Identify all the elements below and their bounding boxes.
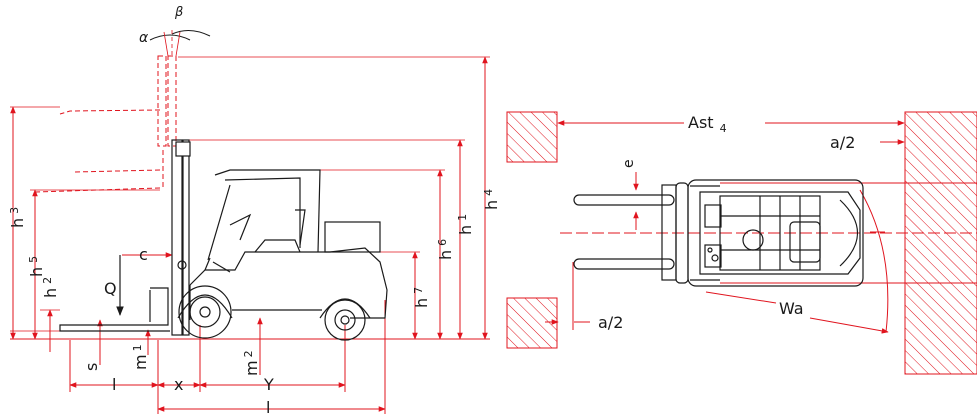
tilt-arc-alpha — [149, 34, 191, 41]
label-a2-bottom: a/2 — [598, 313, 623, 332]
label-c: c — [139, 245, 148, 264]
label-a2-top: a/2 — [830, 133, 855, 152]
label-m1: m1 — [131, 344, 150, 370]
label-e: e — [621, 159, 637, 168]
label-beta: β — [174, 5, 183, 20]
label-h7: h7 — [412, 287, 431, 308]
label-fork-length: l — [112, 375, 116, 394]
tilt-arc-beta — [171, 30, 211, 37]
height-extension-lines — [10, 56, 490, 311]
label-alpha: α — [139, 30, 149, 46]
label-m2: m2 — [242, 350, 261, 376]
label-h1: h1 — [456, 214, 475, 235]
height-dimension-lines — [10, 56, 488, 375]
rack-top-left — [506, 111, 558, 163]
label-h6: h6 — [436, 239, 455, 260]
label-h4: h4 — [482, 189, 501, 210]
forklift-side — [59, 139, 388, 341]
top-dimension-lines — [545, 120, 977, 334]
length-dimension-lines — [69, 252, 386, 414]
label-Wa: Wa — [779, 299, 804, 318]
side-labels: α β Q c s m1 m2 l x Y l — [82, 5, 274, 417]
rack-bottom-left — [506, 297, 558, 349]
label-x: x — [174, 375, 183, 394]
label-overall-length: l — [266, 398, 270, 415]
side-view: h3 h5 h2 h4 h1 h6 h7 α β Q c s m1 m2 l x… — [8, 5, 501, 417]
label-h2: h2 — [41, 277, 60, 298]
label-s: s — [82, 363, 101, 371]
label-Q: Q — [104, 279, 117, 298]
raised-mast-outline — [34, 55, 177, 193]
height-labels: h3 h5 h2 h4 h1 h6 h7 — [8, 189, 501, 308]
label-h5: h5 — [27, 256, 46, 277]
wall-right — [904, 111, 977, 375]
forklift-top — [573, 179, 864, 287]
label-h3: h3 — [8, 207, 27, 228]
label-Y: Y — [263, 375, 274, 394]
